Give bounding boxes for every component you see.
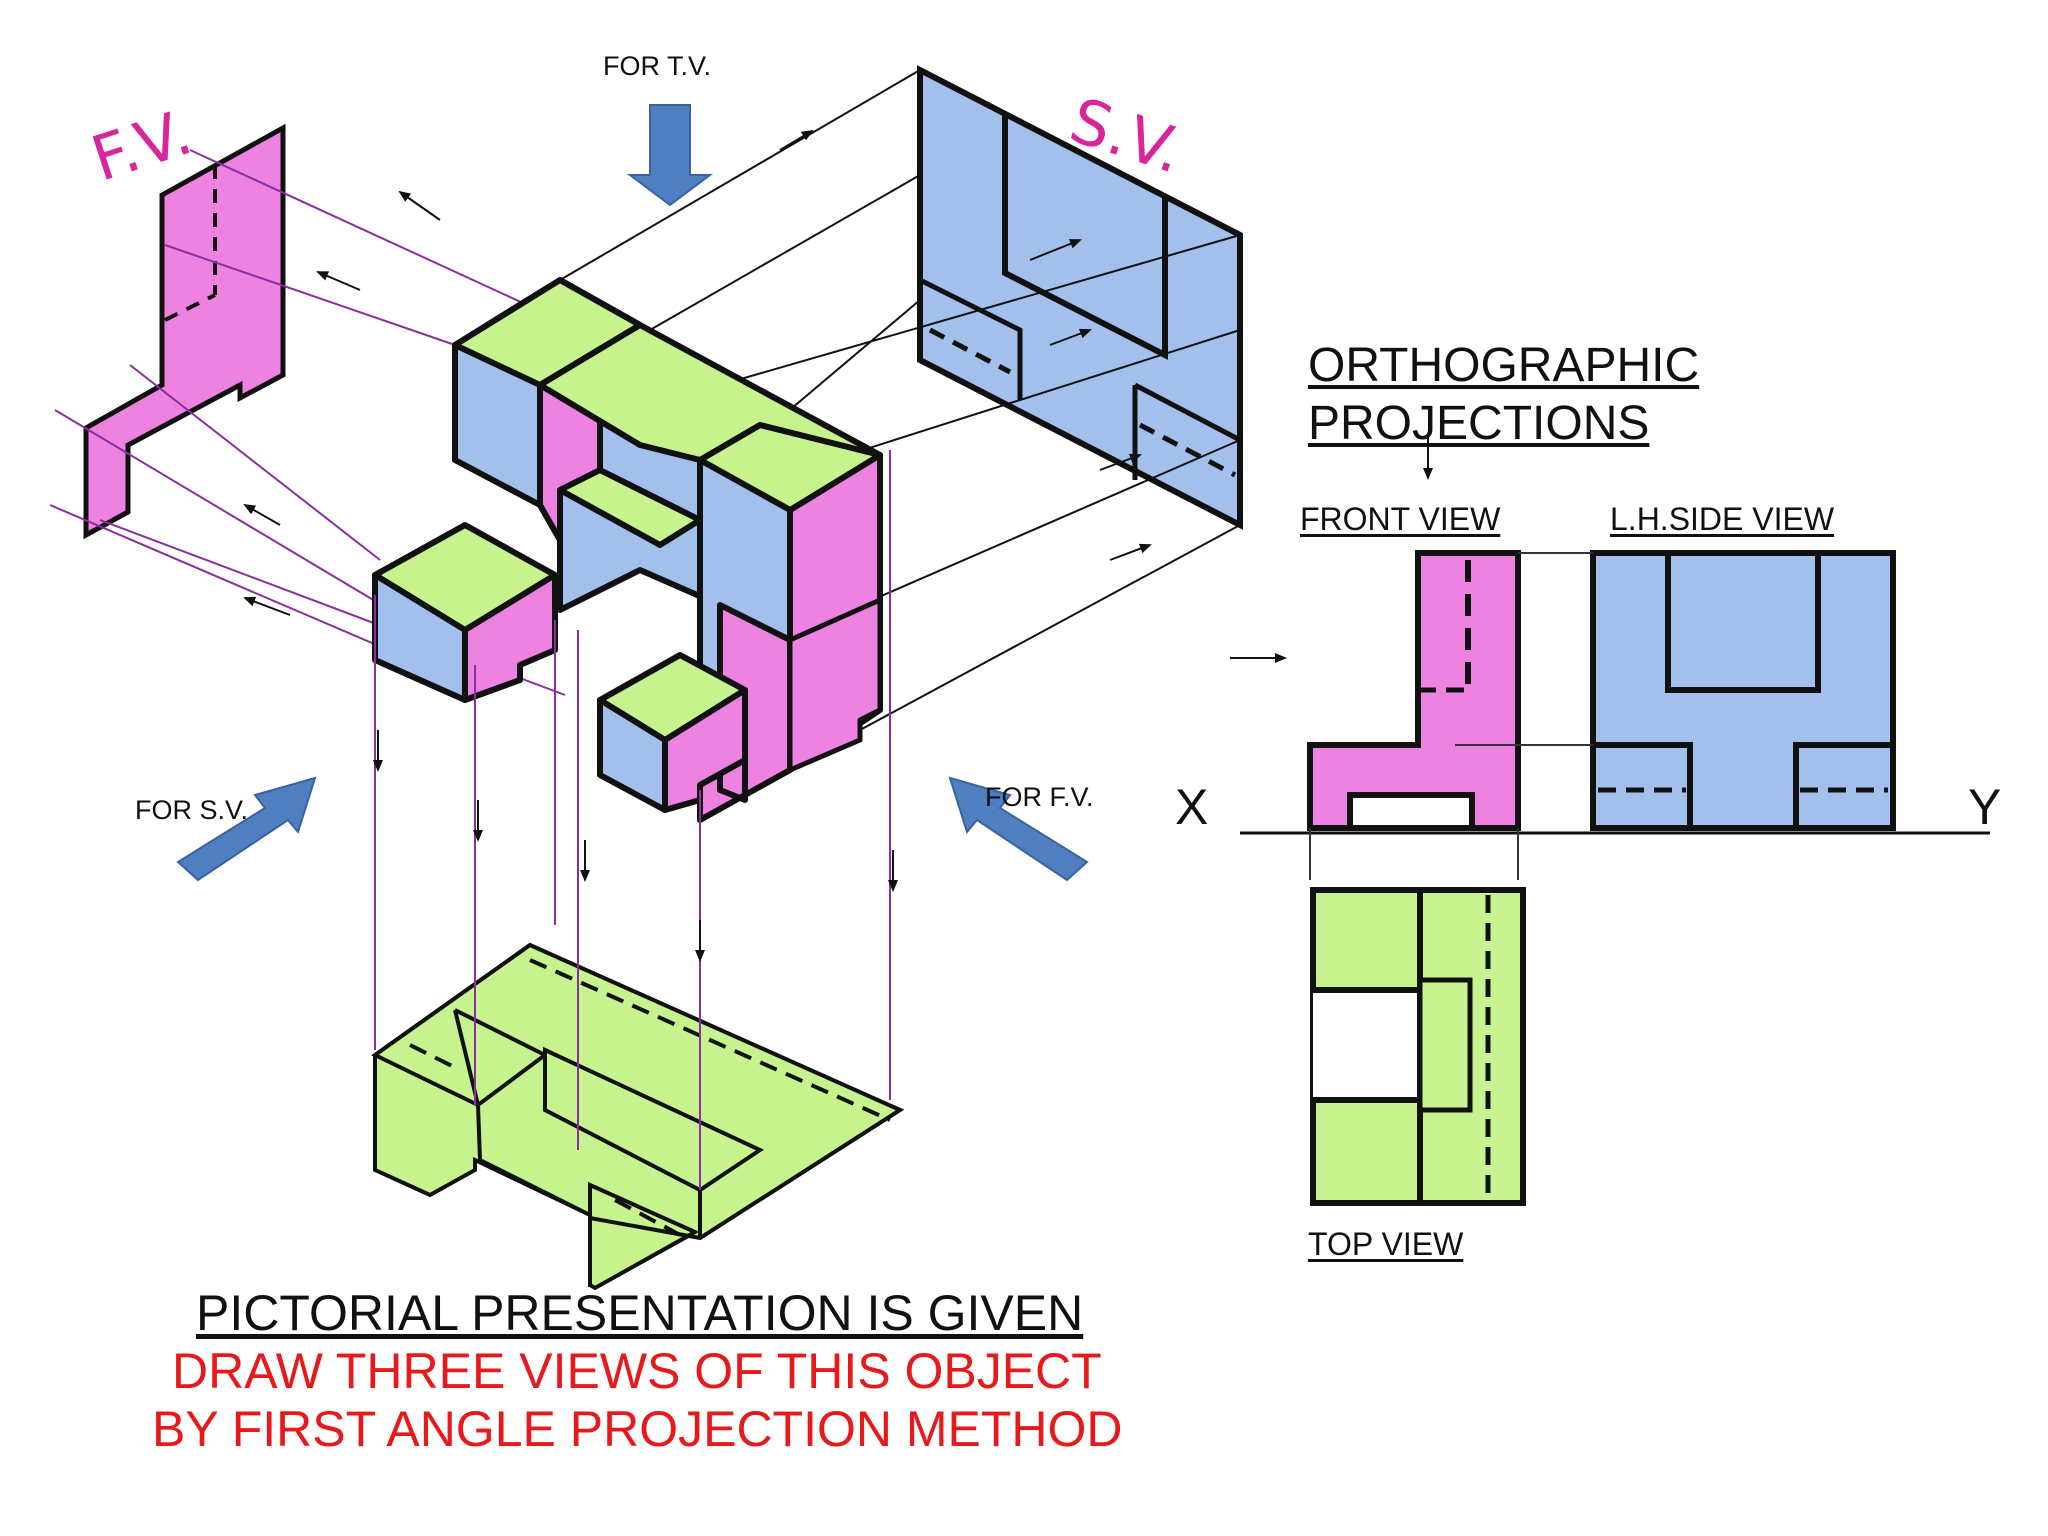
for-fv-direction-arrow: [948, 776, 1089, 882]
ortho-front-view: [1307, 550, 1521, 831]
task-line-3: BY FIRST ANGLE PROJECTION METHOD: [152, 1401, 1123, 1457]
side-view-label: L.H.SIDE VIEW: [1610, 501, 1835, 537]
front-view-screen: [83, 123, 286, 540]
ortho-top-view: [1310, 887, 1526, 1206]
isometric-object: [372, 277, 883, 823]
y-label: Y: [1968, 779, 2002, 835]
for-sv-label: FOR S.V.: [135, 795, 249, 825]
top-view-plan: [371, 942, 905, 1291]
x-label: X: [1175, 779, 1209, 835]
side-view-screen: [917, 65, 1243, 530]
ortho-title-line1: ORTHOGRAPHIC: [1308, 339, 1700, 392]
projector-lines-to-tv: [374, 450, 891, 1190]
for-tv-label: FOR T.V.: [603, 51, 712, 81]
for-tv-direction-arrow: [627, 104, 713, 207]
top-view-label: TOP VIEW: [1308, 1226, 1464, 1262]
task-line-2: DRAW THREE VIEWS OF THIS OBJECT: [172, 1343, 1102, 1399]
for-sv-direction-arrow: [176, 776, 317, 882]
ortho-title-line2: PROJECTIONS: [1308, 397, 1650, 450]
for-fv-label: FOR F.V.: [985, 782, 1094, 812]
ortho-side-view: [1590, 550, 1896, 831]
front-view-label: FRONT VIEW: [1300, 501, 1501, 537]
projector-lines-to-fv: [49, 149, 566, 696]
projection-arrowheads: [243, 129, 1152, 616]
task-line-1: PICTORIAL PRESENTATION IS GIVEN: [196, 1285, 1084, 1341]
ortho-projection-lines: [1230, 435, 1593, 880]
tv-arrowheads: [373, 730, 898, 962]
